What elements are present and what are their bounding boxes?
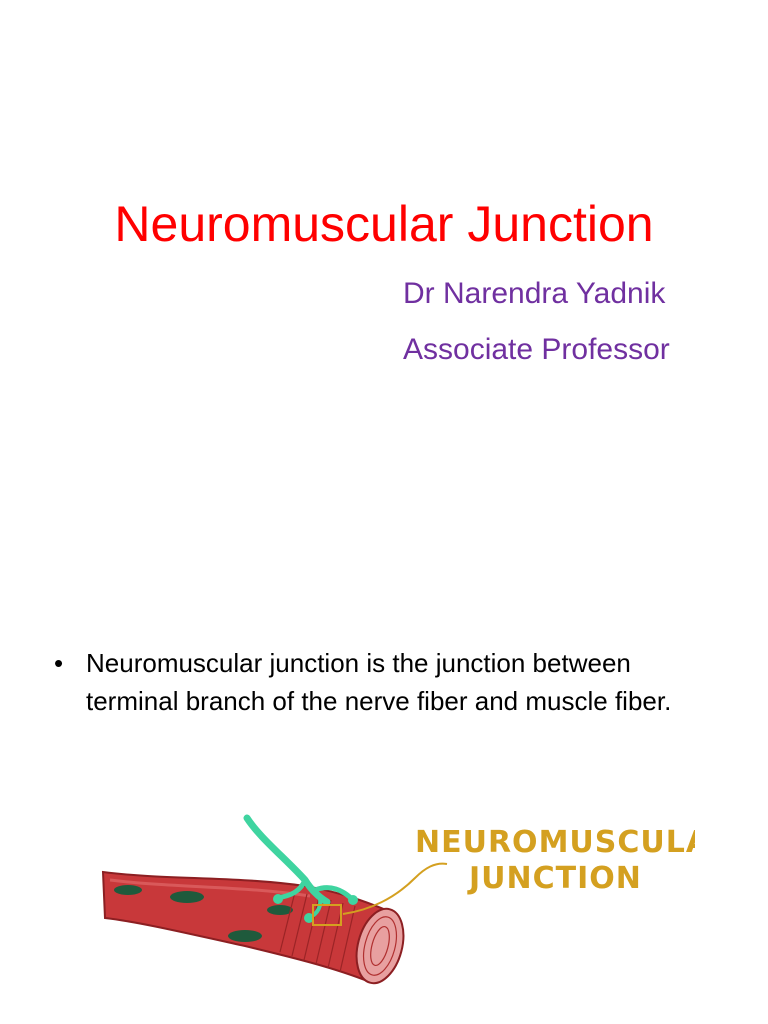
nerve-fiber-illustration: [243, 814, 358, 923]
label-leader-line: [342, 862, 448, 915]
nucleus-icon: [114, 885, 142, 895]
bullet-text: Neuromuscular junction is the junction b…: [86, 648, 672, 716]
subtitle-block: Dr Narendra Yadnik Associate Professor: [403, 266, 670, 378]
muscle-fiber-illustration: [101, 870, 405, 985]
nucleus-icon: [228, 930, 262, 942]
neuromuscular-junction-diagram: NEUROMUSCULAR JUNCTION: [101, 814, 695, 985]
diagram-label-line2: JUNCTION: [467, 861, 642, 896]
author-name: Dr Narendra Yadnik: [403, 277, 666, 310]
diagram-label-line1: NEUROMUSCULAR: [415, 825, 695, 860]
slide-title: Neuromuscular Junction: [114, 196, 654, 252]
bullet-dot-icon: •: [54, 648, 64, 678]
junction-highlight-box: [312, 904, 342, 926]
nucleus-icon: [267, 905, 293, 915]
nucleus-icon: [170, 891, 204, 903]
bullet-list: • Neuromuscular junction is the junction…: [44, 644, 724, 720]
author-role: Associate Professor: [403, 333, 670, 366]
title-slide: Neuromuscular Junction Dr Narendra Yadni…: [114, 196, 670, 378]
bullet-item: • Neuromuscular junction is the junction…: [44, 644, 724, 720]
